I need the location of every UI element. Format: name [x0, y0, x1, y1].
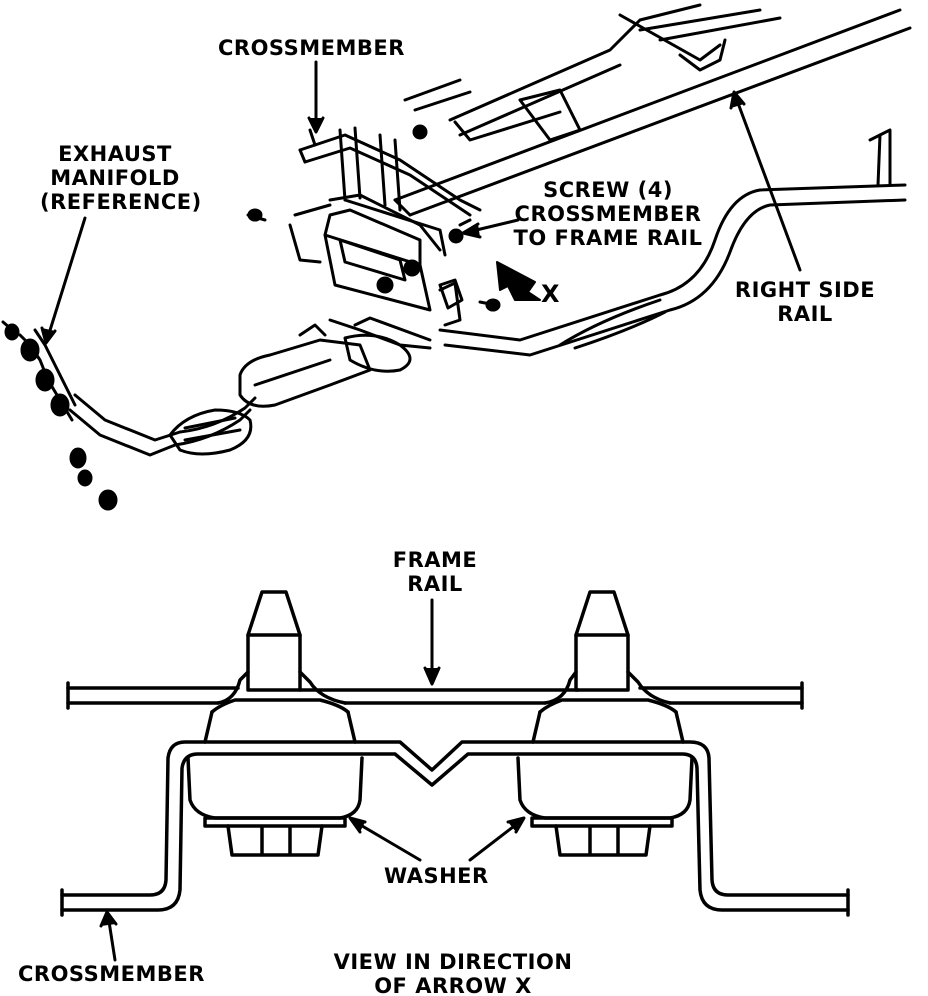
crossmember-section [60, 740, 850, 917]
right-side-rail-drawing [393, 3, 912, 217]
left-mount-section [186, 590, 364, 857]
screw-line-2: CROSSMEMBER [514, 202, 702, 226]
screw-line-3: TO FRAME RAIL [513, 226, 703, 250]
right-side-rail-line-2: RAIL [777, 302, 833, 326]
crossmember-top-label: CROSSMEMBER [218, 36, 405, 60]
screw-line-1: SCREW (4) [543, 178, 673, 202]
view-caption-line-2: OF ARROW X [374, 974, 532, 996]
crossmember-bottom-label: CROSSMEMBER [18, 962, 205, 986]
right-side-rail-label: RIGHT SIDE RAIL [730, 278, 880, 326]
crossmember-bottom-text: CROSSMEMBER [18, 962, 205, 986]
view-caption-label: VIEW IN DIRECTION OF ARROW X [328, 950, 578, 996]
frame-rail-label: FRAME RAIL [380, 548, 490, 596]
frame-rail-line-2: RAIL [407, 572, 463, 596]
mount-bracket-iso-drawing [246, 203, 501, 350]
arrow-x-pointer [496, 261, 541, 301]
exhaust-manifold-drawing [1, 320, 118, 511]
exhaust-manifold-line-3: (REFERENCE) [40, 190, 202, 214]
right-mount-section [516, 590, 694, 857]
leader-lines-bottom [99, 598, 526, 962]
exhaust-manifold-label: EXHAUST MANIFOLD (REFERENCE) [40, 142, 202, 214]
exhaust-manifold-line-2: MANIFOLD [50, 166, 180, 190]
frame-rail-line-1: FRAME [392, 548, 478, 572]
crossmember-top-text: CROSSMEMBER [218, 36, 405, 60]
exhaust-pipe-drawing [68, 128, 907, 457]
washer-text: WASHER [384, 864, 489, 888]
washer-label: WASHER [384, 864, 489, 888]
exhaust-manifold-line-1: EXHAUST [58, 142, 172, 166]
right-side-rail-line-1: RIGHT SIDE [734, 278, 876, 302]
frame-rail-section [66, 681, 804, 710]
screw-label: SCREW (4) CROSSMEMBER TO FRAME RAIL [508, 178, 708, 250]
arrow-x-label: X [541, 282, 560, 306]
view-caption-line-1: VIEW IN DIRECTION [333, 950, 573, 974]
arrow-x-text: X [541, 280, 561, 308]
crossmember-iso-drawing [298, 124, 482, 257]
leader-lines-top [40, 60, 802, 345]
